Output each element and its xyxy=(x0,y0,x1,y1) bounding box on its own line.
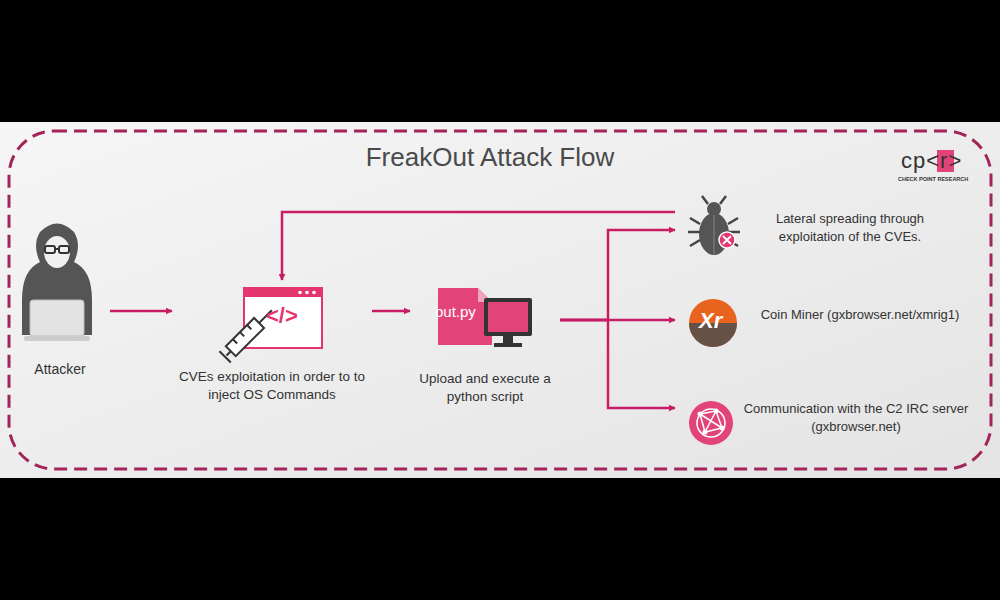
flow-node: Lateral spreading through exploitation o… xyxy=(675,192,940,260)
miner-logo xyxy=(689,299,737,347)
flow-arrow xyxy=(372,310,410,313)
node-text: Coin Miner (gxbrowser.net/xmrig1) xyxy=(755,306,965,324)
label-text: cp<r> xyxy=(901,148,962,174)
dashed-frame xyxy=(9,131,991,469)
top-bar xyxy=(0,0,1000,122)
flow-node: Attacker xyxy=(10,240,110,385)
label-text: Xr xyxy=(699,308,722,334)
flow-arrow xyxy=(560,320,675,408)
label-text: </> xyxy=(266,303,298,329)
node-text: out.py xyxy=(435,302,495,322)
flow-arrow xyxy=(282,212,675,280)
panel xyxy=(0,122,1000,478)
flow-arrow xyxy=(110,310,172,313)
attacker-icon xyxy=(22,224,92,342)
network-icon xyxy=(689,401,733,445)
node-text: Upload and execute a python script xyxy=(410,370,560,406)
flow-node: out.pyUpload and execute a python script xyxy=(410,280,560,408)
node-text: Communication with the C2 IRC server (gx… xyxy=(727,400,985,435)
label-text: CHECK POINT RESEARCH xyxy=(898,176,968,182)
flow-arrow xyxy=(560,230,675,320)
flow-node: CVEs exploitation in order to to inject … xyxy=(172,280,372,406)
bottom-bar xyxy=(0,478,1000,600)
exploit-icon xyxy=(219,288,322,363)
node-text: Lateral spreading through exploitation o… xyxy=(760,210,940,245)
node-text: CVEs exploitation in order to to inject … xyxy=(172,368,372,404)
bug-icon xyxy=(688,196,740,255)
node-text: Attacker xyxy=(10,360,110,379)
diagram-title: FreakOut Attack Flow xyxy=(250,142,730,173)
flow-node: Communication with the C2 IRC server (gx… xyxy=(675,398,985,453)
